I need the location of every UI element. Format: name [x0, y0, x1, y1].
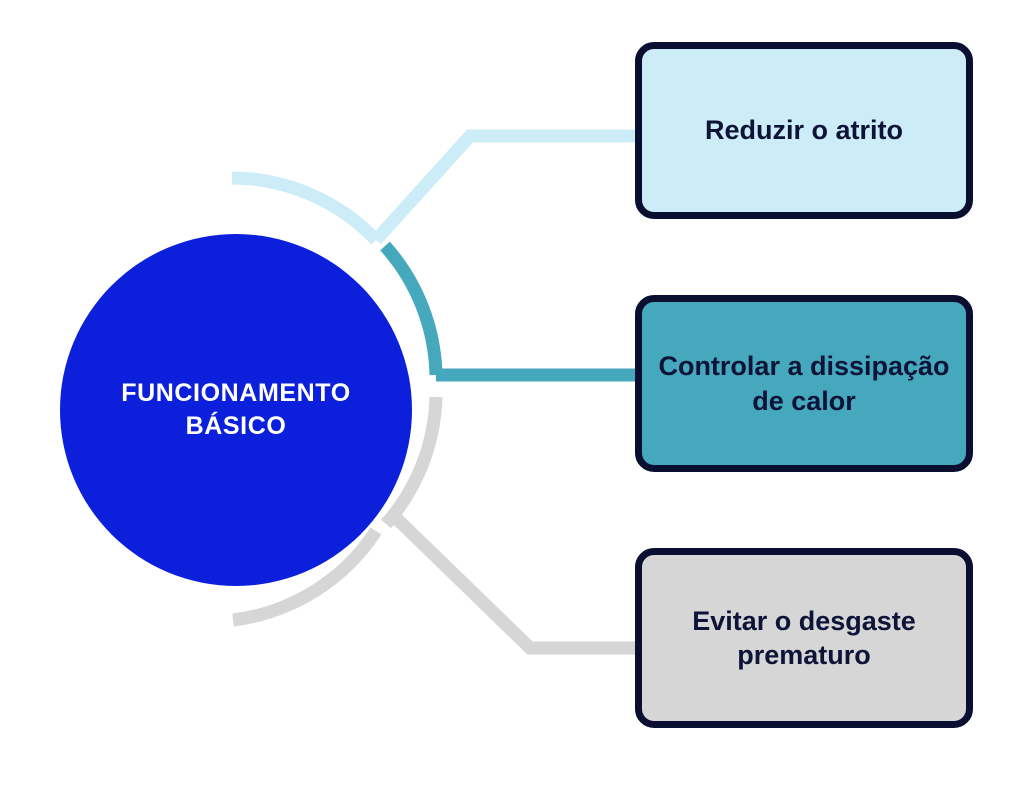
arc-segment-branch-2 — [380, 241, 443, 376]
arc-segment-branch-3-upper — [381, 396, 443, 529]
elbow-line-branch-3 — [388, 510, 641, 655]
branch-box-controlar-a-dissipacao-de-calor[interactable]: Controlar a dissipação de calor — [635, 295, 973, 472]
connector-reduzir-o-atrito — [231, 129, 641, 245]
arc-segment-branch-1 — [231, 171, 381, 245]
connector-controlar-a-dissipacao-de-calor — [380, 241, 641, 382]
branch-box-evitar-o-desgaste-prematuro[interactable]: Evitar o desgaste prematuro — [635, 548, 973, 728]
arc-segment-branch-3-lower — [232, 527, 382, 627]
branch-label-reduzir-o-atrito: Reduzir o atrito — [704, 115, 903, 146]
elbow-line-branch-1 — [371, 129, 641, 245]
branch-label-evitar-o-desgaste-prematuro: Evitar o desgaste prematuro — [692, 605, 916, 670]
branch-label-controlar-a-dissipacao-de-calor: Controlar a dissipação de calor — [658, 351, 950, 416]
hub-circle[interactable]: FUNCIONAMENTO BÁSICO — [60, 234, 412, 586]
branch-box-reduzir-o-atrito[interactable]: Reduzir o atrito — [635, 42, 973, 219]
connector-evitar-o-desgaste-prematuro — [232, 396, 641, 655]
hub-label: FUNCIONAMENTO BÁSICO — [121, 379, 351, 440]
